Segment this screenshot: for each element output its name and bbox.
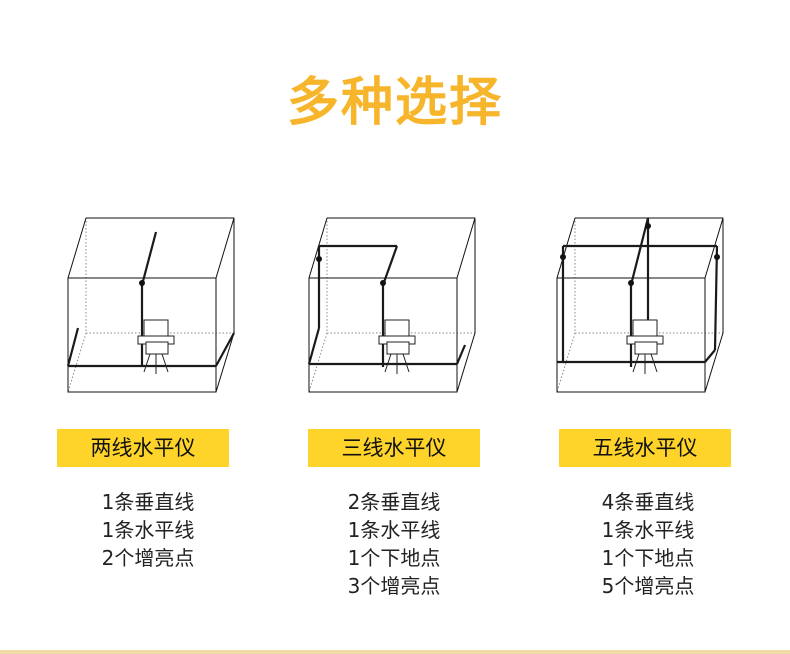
spec-list: 2条垂直线 1条水平线 1个下地点 3个增亮点 [294, 488, 494, 600]
product-name-badge: 五线水平仪 [559, 429, 731, 467]
spec-item: 1条垂直线 [101, 490, 195, 514]
product-name-badge: 三线水平仪 [308, 429, 480, 467]
spec-list: 1条垂直线 1条水平线 2个增亮点 [48, 488, 248, 572]
spec-item: 4条垂直线 [601, 490, 695, 514]
device-icon [378, 319, 416, 374]
product-name-badge: 两线水平仪 [57, 429, 229, 467]
three-line-level-diagram [307, 217, 476, 393]
spec-item: 1条水平线 [347, 518, 441, 542]
spec-item: 1条水平线 [601, 518, 695, 542]
divider [0, 650, 790, 654]
spec-item: 1条水平线 [101, 518, 195, 542]
spec-item: 5个增亮点 [601, 574, 695, 598]
spec-item: 2个增亮点 [101, 546, 195, 570]
spec-item: 3个增亮点 [347, 574, 441, 598]
spec-item: 2条垂直线 [347, 490, 441, 514]
device-icon [626, 319, 664, 374]
device-icon [137, 319, 175, 374]
spec-item: 1个下地点 [601, 546, 695, 570]
two-line-level-diagram [66, 217, 235, 393]
five-line-level-diagram [556, 217, 724, 393]
spec-list: 4条垂直线 1条水平线 1个下地点 5个增亮点 [548, 488, 748, 600]
page-title: 多种选择 [286, 73, 503, 133]
spec-item: 1个下地点 [347, 546, 441, 570]
